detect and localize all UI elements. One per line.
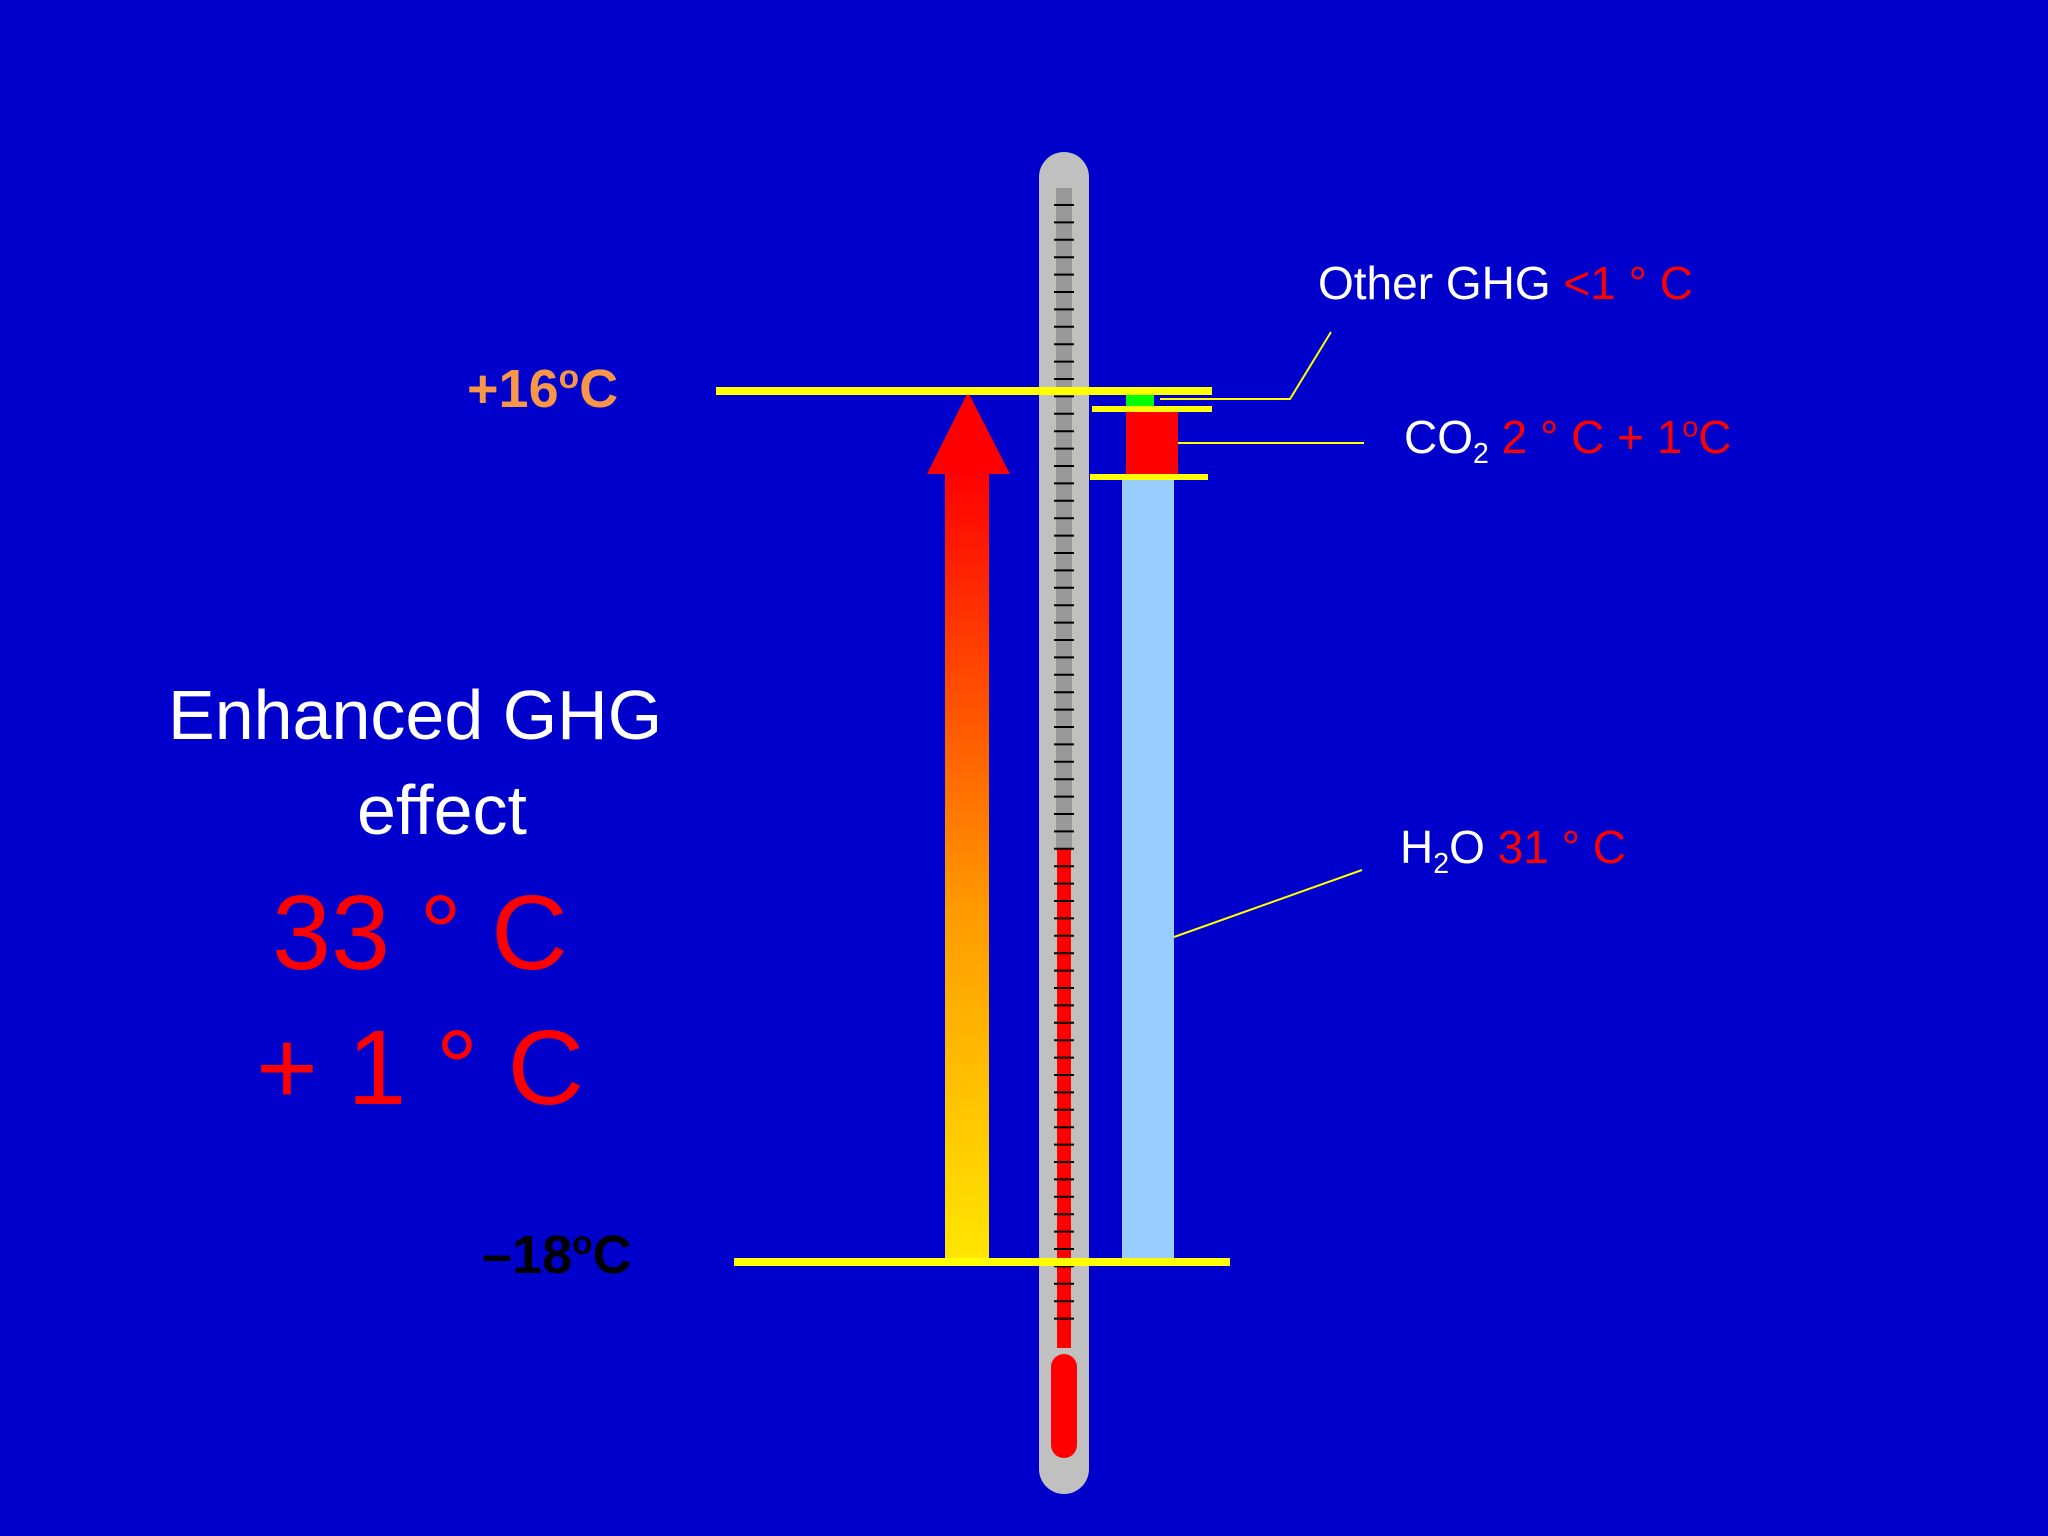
label-minus18-degree: o [572, 1225, 593, 1262]
warming-arrow [927, 392, 1010, 1262]
label-h2o: H2O 31 ° C [1400, 821, 1626, 878]
thermometer-ticks [1054, 204, 1074, 1320]
label-co2: CO2 2 ° C + 1oC [1404, 411, 1732, 468]
label-co2-unit: C [1698, 411, 1732, 463]
label-plus16-unit: C [579, 359, 619, 419]
label-plus16-number: +16 [467, 359, 559, 419]
enhanced-warming-value: + 1 ° C [256, 1009, 585, 1127]
leader-other-ghg [1160, 331, 1332, 400]
label-h2o-value: 31 ° C [1497, 821, 1626, 873]
label-co2-formula: CO [1404, 411, 1473, 463]
co2-bar [1126, 412, 1178, 474]
label-plus16: +16oC [467, 359, 619, 419]
label-h2o-formula: H [1400, 821, 1434, 873]
label-h2o-formula-rest: O [1449, 821, 1498, 873]
label-other-ghg-name: Other GHG [1318, 257, 1564, 309]
label-h2o-subscript: 2 [1433, 848, 1450, 881]
label-co2-value: 2 ° C + 1 [1488, 411, 1683, 463]
title-line-1: Enhanced GHG [168, 676, 663, 754]
h2o-bar [1122, 478, 1174, 1262]
ghg-contribution-bar [1122, 394, 1178, 1262]
total-warming-value: 33 ° C [272, 874, 568, 992]
label-co2-subscript: 2 [1473, 438, 1489, 471]
other-ghg-bar [1126, 394, 1154, 408]
label-co2-degree: o [1682, 411, 1699, 444]
label-other-ghg: Other GHG <1 ° C [1318, 260, 1693, 306]
title-line-2: effect [357, 771, 527, 849]
label-minus18: –18oC [482, 1225, 632, 1285]
label-plus16-degree: o [558, 359, 580, 396]
mercury-bulb [1051, 1354, 1077, 1458]
leader-h2o [1173, 869, 1363, 938]
label-other-ghg-value: <1 ° C [1563, 257, 1694, 309]
mercury-column [1057, 848, 1071, 1348]
label-minus18-unit: C [592, 1225, 632, 1285]
thermometer [1039, 152, 1089, 1494]
label-minus18-number: –18 [482, 1225, 573, 1285]
